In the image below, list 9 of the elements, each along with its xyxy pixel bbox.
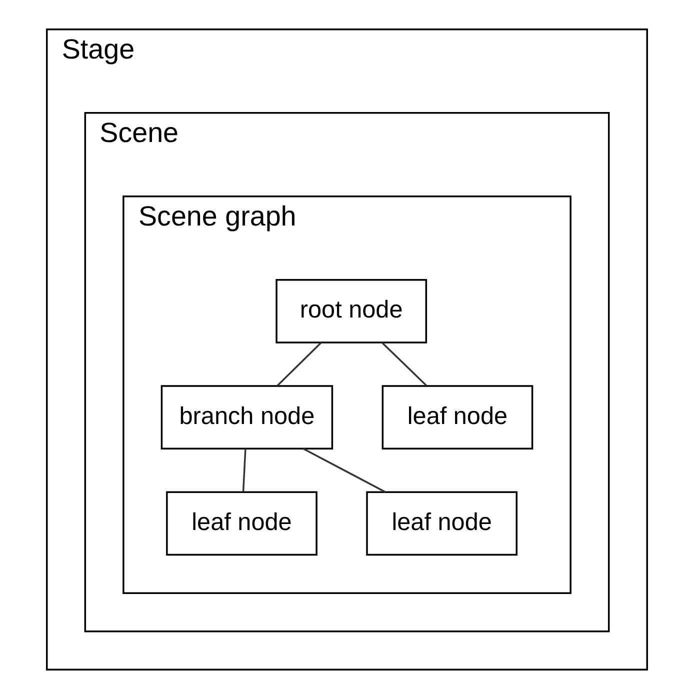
connector: [380, 342, 427, 386]
node-box: root node: [275, 279, 427, 344]
node-box: leaf node: [381, 385, 533, 450]
connector: [242, 448, 246, 492]
node-box: leaf node: [366, 491, 517, 556]
node-box: branch node: [160, 385, 333, 450]
connector: [302, 448, 386, 493]
connector: [276, 342, 322, 386]
node-box: leaf node: [166, 491, 317, 556]
